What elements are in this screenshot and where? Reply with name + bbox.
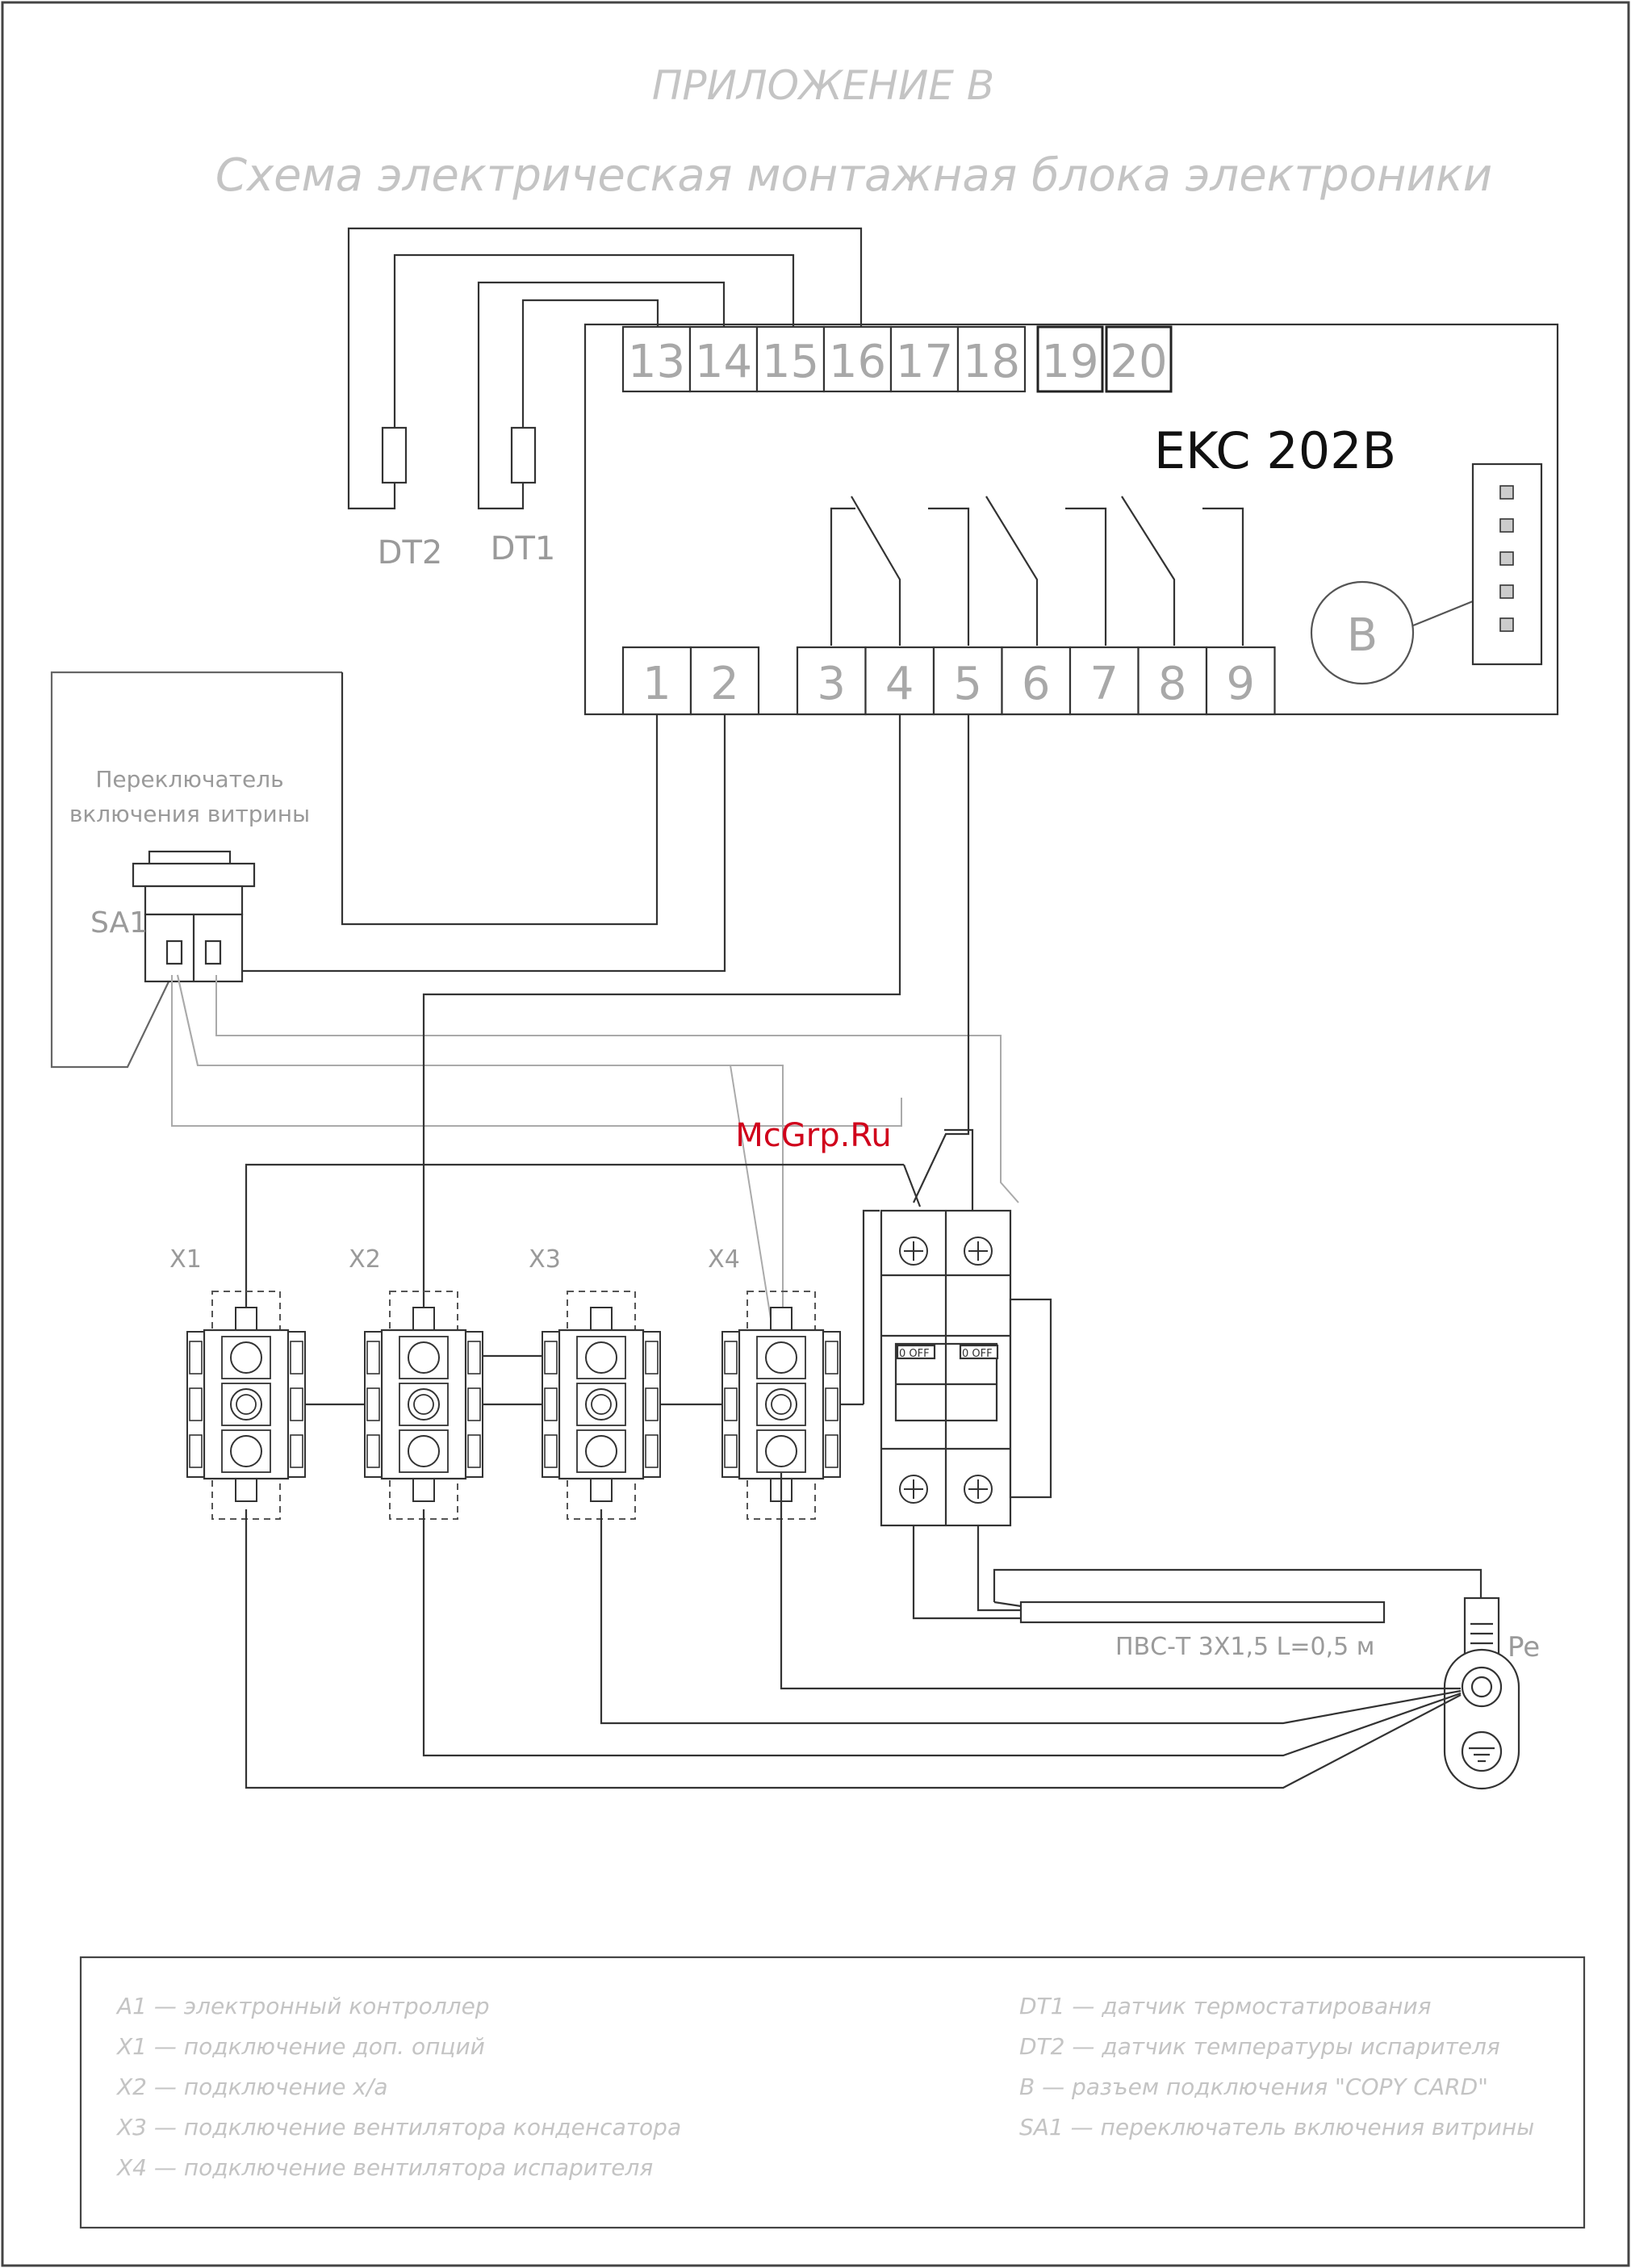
top-pin-18: 18 [963, 336, 1020, 388]
cable-label: ПВС-Т 3Х1,5 L=0,5 м [1115, 1633, 1374, 1661]
top-pin-cell-20 [1105, 325, 1173, 393]
grey-wires [171, 974, 1019, 1345]
legend-right-item: DT2 — датчик температуры испарителя [1019, 2033, 1500, 2060]
terminal-block-x2: X2 [349, 1245, 483, 1520]
relay-contacts [830, 496, 1244, 646]
power-wires [245, 714, 974, 1406]
watermark: McGrp.Ru [735, 1117, 891, 1154]
diagram-title: Схема электрическая монтажная блока элек… [215, 149, 1492, 202]
bottom-pin-cell-9 [1205, 646, 1276, 716]
top-pin-17: 17 [896, 336, 953, 388]
copy-card-letter: B [1347, 609, 1378, 662]
legend-left-column: A1 — электронный контроллер X1 — подключе… [115, 1993, 681, 2181]
top-pin-14: 14 [695, 336, 752, 388]
top-pin-15: 15 [762, 336, 819, 388]
dt2-label: DT2 [378, 534, 443, 571]
bottom-pin-3: 3 [817, 658, 846, 710]
top-pin-cell-18 [956, 325, 1027, 393]
bottom-pin-4: 4 [885, 658, 914, 710]
bottom-pin-cell-8 [1137, 646, 1208, 716]
switch-caption-1: Переключатель [95, 766, 283, 793]
breaker-screws [899, 1237, 993, 1504]
legend-right-item: DT1 — датчик термостатирования [1019, 1993, 1432, 2019]
terminal-block-x1: X1 [169, 1245, 306, 1520]
terminal-block-x3: X3 [529, 1245, 661, 1520]
terminal-block-x4: X4 [708, 1245, 841, 1520]
bottom-pin-2: 2 [710, 658, 739, 710]
top-pin-19: 19 [1041, 336, 1098, 388]
switch-enclosure-line [50, 671, 342, 1069]
bottom-pin-5: 5 [953, 658, 982, 710]
bottom-pin-cell-7 [1069, 646, 1140, 716]
bottom-pin-cell-6 [1001, 646, 1072, 716]
legend-left-item: X1 — подключение доп. опций [115, 2033, 485, 2060]
top-pin-cell-19 [1036, 325, 1104, 393]
terminal-blocks: X1 X2 X3 X4 [169, 1245, 841, 1520]
bottom-pin-6: 6 [1022, 658, 1051, 710]
wire-pin2-sa1 [240, 714, 726, 973]
legend-right-item: SA1 — переключатель включения витрины [1019, 2114, 1534, 2140]
bottom-pin-9: 9 [1226, 658, 1255, 710]
ground-wires [245, 1473, 1462, 1789]
top-pin-cell-15 [755, 325, 826, 393]
circuit-breaker [880, 1209, 1052, 1527]
dt1-sensor [510, 426, 537, 484]
connector-pin [1499, 551, 1514, 566]
legend-box [79, 1956, 1586, 2229]
dt1-label: DT1 [491, 530, 556, 567]
legend-left-item: A1 — электронный контроллер [115, 1993, 490, 2019]
cable-wires [912, 1525, 1483, 1620]
bottom-pin-cell-4 [864, 646, 935, 716]
terminal-label-x4: X4 [708, 1245, 740, 1274]
legend-left-item: X3 — подключение вентилятора конденсатор… [115, 2114, 681, 2140]
bottom-pin-cell-2 [689, 646, 760, 716]
copy-card-port [1310, 580, 1415, 685]
terminal-label-x2: X2 [349, 1245, 381, 1274]
bottom-pin-7: 7 [1089, 658, 1119, 710]
breaker-flag-right: 0 OFF [962, 1348, 993, 1360]
ground-terminal [1443, 1596, 1520, 1790]
sa1-switch [132, 850, 256, 983]
breaker-flag-left: 0 OFF [899, 1348, 930, 1360]
top-pin-cell-17 [889, 325, 960, 393]
connector-pin [1499, 584, 1514, 599]
controller-model: EKC 202B [1154, 421, 1396, 480]
bottom-pin-1: 1 [642, 658, 671, 710]
top-pin-cell-14 [688, 325, 759, 393]
connector-pin [1499, 485, 1514, 500]
copy-card-connector-pins [1499, 485, 1514, 632]
wire-pin1-sa1 [341, 672, 659, 926]
terminal-label-x1: X1 [169, 1245, 202, 1274]
switch-caption-2: включения витрины [69, 801, 310, 827]
dt2-sensor [381, 426, 408, 484]
top-pin-16: 16 [829, 336, 886, 388]
connector-pin [1499, 617, 1514, 632]
bottom-pin-8: 8 [1158, 658, 1187, 710]
copy-card-link [1412, 600, 1474, 627]
ground-label: Pe [1508, 1631, 1540, 1663]
bottom-pin-cell-5 [932, 646, 1003, 716]
pvs-cable [1019, 1601, 1386, 1624]
legend-left-item: X2 — подключение х/а [115, 2073, 388, 2100]
terminal-label-x3: X3 [529, 1245, 561, 1274]
appendix-heading: ПРИЛОЖЕНИЕ В [652, 62, 994, 109]
sensor-wires [347, 227, 863, 510]
legend-right-item: B — разъем подключения "COPY CARD" [1019, 2073, 1488, 2100]
top-pin-13: 13 [628, 336, 685, 388]
legend-left-item: X4 — подключение вентилятора испарителя [115, 2154, 653, 2181]
top-pin-20: 20 [1110, 336, 1167, 388]
sa1-label: SA1 [90, 906, 148, 939]
connector-pin [1499, 518, 1514, 533]
